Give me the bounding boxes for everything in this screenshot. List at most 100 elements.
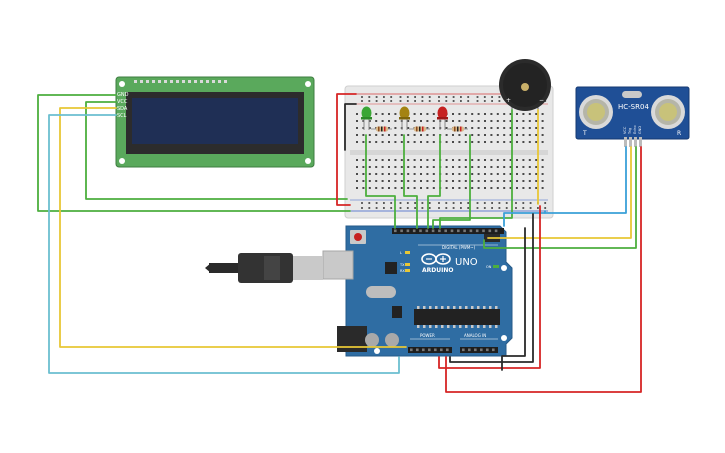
breadboard-rail-hole [460, 96, 462, 98]
breadboard-hole [503, 113, 506, 115]
resistor-2[interactable] [409, 126, 430, 132]
ultrasonic-sensor[interactable]: HC-SR04 T R VCC Trig Echo GND [575, 86, 690, 147]
breadboard-rail-hole [399, 207, 402, 209]
breadboard-hole [420, 141, 422, 143]
wire-sensor-vcc [503, 146, 627, 227]
breadboard-hole [496, 166, 499, 168]
breadboard-hole [541, 134, 544, 136]
buzzer-minus-label: − [539, 97, 544, 104]
breadboard-hole [420, 134, 422, 136]
breadboard-hole [452, 180, 454, 182]
breadboard-hole [400, 134, 403, 136]
buzzer-plus-label: + [506, 97, 511, 104]
breadboard-hole [496, 187, 499, 189]
chip-pin [465, 325, 468, 328]
breadboard-hole [375, 173, 378, 175]
power-pin-hole [446, 348, 449, 352]
breadboard-hole [381, 120, 384, 122]
breadboard-rail-hole [491, 100, 493, 102]
led-yellow[interactable] [399, 106, 410, 131]
breadboard-hole [464, 187, 467, 189]
arduino-uno-board[interactable]: ARDUINO UNO L TX RX ON DIGITAL (PWM~) PO… [322, 225, 513, 357]
breadboard-rail-hole [390, 207, 393, 209]
crystal-oscillator [622, 91, 642, 98]
breadboard-rail-hole [491, 202, 493, 204]
breadboard-hole [541, 173, 544, 175]
breadboard-rail-hole [467, 96, 470, 98]
breadboard-hole [452, 173, 454, 175]
digital-pin-hole [438, 229, 441, 233]
breadboard-hole [477, 127, 480, 129]
breadboard-hole [503, 166, 506, 168]
breadboard-hole [464, 166, 467, 168]
breadboard-hole [407, 166, 410, 168]
breadboard-hole [368, 173, 371, 175]
breadboard-hole [477, 113, 480, 115]
breadboard-hole [458, 159, 461, 161]
power-pin-hole [434, 348, 437, 352]
lcd-header-pin [152, 80, 155, 83]
analog-pin-hole [462, 348, 465, 352]
mount-hole [501, 335, 507, 341]
breadboard-hole [368, 141, 371, 143]
breadboard-rail-hole [522, 202, 525, 204]
resistor-3[interactable] [447, 126, 468, 132]
breadboard-rail-hole [368, 202, 371, 204]
power-label: POWER [420, 333, 435, 338]
breadboard-hole [420, 113, 422, 115]
breadboard-hole [394, 166, 397, 168]
breadboard-hole [445, 134, 448, 136]
breadboard-hole [413, 166, 416, 168]
lcd-header-pin [206, 80, 209, 83]
lcd-header-pin [140, 80, 143, 83]
breadboard-hole [490, 187, 493, 189]
breadboard-rail-hole [476, 207, 479, 209]
resistor-1[interactable] [371, 126, 392, 132]
chip-pin [483, 325, 486, 328]
breadboard-rail-hole [491, 96, 493, 98]
usb-cable [205, 253, 323, 283]
breadboard-rail-hole [467, 207, 470, 209]
digital-pin-hole [400, 229, 403, 233]
breadboard-hole [426, 173, 429, 175]
breadboard-rail-hole [476, 100, 479, 102]
breadboard-hole [426, 120, 429, 122]
breadboard-hole [535, 166, 538, 168]
breadboard-hole [477, 173, 480, 175]
breadboard-hole [426, 127, 429, 129]
piezo-buzzer[interactable]: + − [499, 59, 551, 111]
power-pin-hole [428, 348, 431, 352]
breadboard-hole [356, 166, 358, 168]
chip-pin [417, 306, 420, 309]
breadboard-hole [535, 159, 538, 161]
breadboard-hole [484, 180, 486, 182]
breadboard-hole [464, 134, 467, 136]
breadboard-hole [471, 141, 474, 143]
breadboard-hole [381, 113, 384, 115]
breadboard-hole [528, 187, 531, 189]
rx-label: RX [400, 269, 405, 273]
breadboard-rail-hole [460, 202, 462, 204]
chip-pin [441, 325, 444, 328]
breadboard[interactable] [344, 85, 554, 219]
analog-pin-hole [486, 348, 489, 352]
wire-led-green [365, 134, 396, 229]
breadboard-rail-hole [414, 202, 416, 204]
icsp-header [484, 231, 500, 242]
breadboard-hole [528, 180, 531, 182]
breadboard-hole [496, 113, 499, 115]
breadboard-hole [522, 187, 525, 189]
lcd-display[interactable]: GND VCC SDA SCL [115, 76, 315, 168]
breadboard-hole [452, 141, 454, 143]
lcd-header-pin [194, 80, 197, 83]
led-green[interactable] [361, 106, 372, 131]
breadboard-hole [445, 159, 448, 161]
breadboard-rail-hole [406, 100, 409, 102]
breadboard-rail-hole [537, 207, 539, 209]
led-red[interactable] [437, 106, 448, 131]
breadboard-hole [509, 113, 512, 115]
sensor-pin-vcc: VCC [623, 126, 627, 134]
breadboard-hole [458, 173, 461, 175]
breadboard-hole [400, 141, 403, 143]
breadboard-hole [535, 187, 538, 189]
